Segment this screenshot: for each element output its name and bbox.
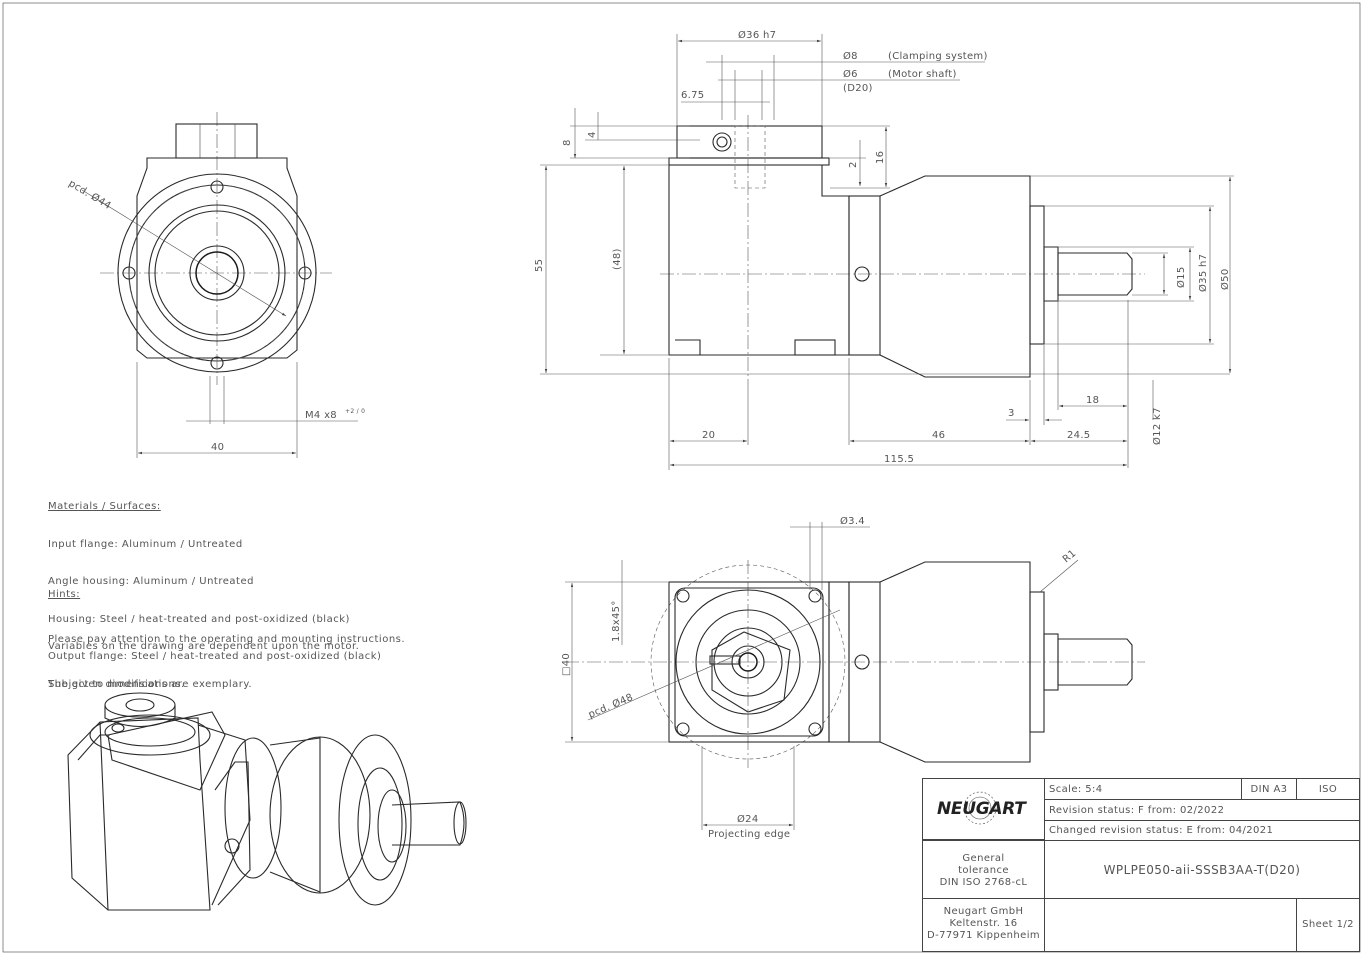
- hint-line: Subject to modifications.: [48, 679, 185, 690]
- variables-line: The given dimensions are exemplary.: [48, 678, 253, 690]
- neugart-logo-gear: [963, 791, 997, 825]
- tolerance-line: tolerance: [958, 865, 1009, 876]
- hints-notes: Hints: Please pay attention to the opera…: [48, 557, 405, 707]
- dim-8: 8: [562, 139, 573, 146]
- standard-cell: ISO: [1296, 778, 1360, 800]
- dim-2: 2: [848, 161, 859, 168]
- dim-sq40: □40: [561, 653, 572, 676]
- pcd48-label: pcd. Ø48: [586, 691, 634, 721]
- title-block: NEUGART Scale: 5:4 DIN A3 ISO Revision s…: [922, 778, 1360, 952]
- pcd44-label: pcd. Ø44: [66, 177, 113, 212]
- company-line: D-77971 Kippenheim: [926, 930, 1041, 941]
- d20-label: (D20): [843, 83, 873, 94]
- material-line: Input flange: Aluminum / Untreated: [48, 538, 243, 550]
- revision-text: Revision status: F from: 02/2022: [1049, 805, 1225, 816]
- dim-4: 4: [587, 131, 598, 138]
- changed-revision-text: Changed revision status: E from: 04/2021: [1049, 825, 1274, 836]
- part-number: WPLPE050-aii-SSSB3AA-T(D20): [1103, 863, 1301, 877]
- hint-line: Please pay attention to the operating an…: [48, 634, 406, 645]
- projecting-edge-label: Projecting edge: [708, 829, 790, 840]
- isometric-view: [67, 692, 467, 911]
- dim-d12k7: Ø12 k7: [1151, 407, 1163, 445]
- side-view: Ø36 h7 Ø8 (Clamping system) Ø6 (Motor sh…: [534, 29, 1234, 470]
- material-line: Housing: Steel / heat-treated and post-o…: [48, 613, 350, 625]
- dim-d6: Ø6: [843, 68, 858, 80]
- sheet-cell: Sheet 1/2: [1296, 898, 1360, 952]
- dim-675: 6.75: [681, 90, 704, 101]
- logo-cell: NEUGART: [922, 778, 1045, 840]
- scale-cell: Scale: 5:4: [1044, 778, 1242, 800]
- dim-d50: Ø50: [1219, 269, 1231, 291]
- chamfer-label: 1.8x45°: [611, 600, 622, 642]
- dim-55: 55: [534, 259, 545, 272]
- tolerance-line: General: [962, 853, 1005, 864]
- m4-label: M4 x8: [305, 410, 337, 421]
- dim-245: 24.5: [1067, 430, 1090, 441]
- m4-tol: +2 / 0: [345, 408, 365, 415]
- dim-d24: Ø24: [737, 813, 759, 825]
- scale-text: Scale: 5:4: [1049, 784, 1103, 795]
- dim-d8: Ø8: [843, 50, 858, 62]
- dim-1155: 115.5: [884, 454, 914, 465]
- dim-20: 20: [702, 430, 715, 441]
- revision-cell: Revision status: F from: 02/2022: [1044, 799, 1360, 821]
- dim-16: 16: [875, 151, 886, 164]
- dim-d35h7: Ø35 h7: [1197, 254, 1209, 292]
- changed-revision-cell: Changed revision status: E from: 04/2021: [1044, 820, 1360, 841]
- dim-36h7: Ø36 h7: [738, 29, 776, 41]
- tolerance-cell: General tolerance DIN ISO 2768-cL: [922, 840, 1045, 899]
- motor-shaft-label: (Motor shaft): [888, 69, 957, 80]
- tolerance-line: DIN ISO 2768-cL: [939, 877, 1028, 888]
- r1-label: R1: [1061, 548, 1079, 565]
- variables-notes: Variables on the drawing are dependent u…: [48, 616, 359, 704]
- material-line: Angle housing: Aluminum / Untreated: [48, 576, 254, 587]
- company-line: Keltenstr. 16: [949, 918, 1018, 929]
- dim-48: (48): [612, 248, 623, 270]
- dim-d15: Ø15: [1175, 267, 1187, 289]
- part-number-cell: WPLPE050-aii-SSSB3AA-T(D20): [1044, 840, 1360, 899]
- materials-notes: Materials / Surfaces: Input flange: Alum…: [48, 476, 381, 676]
- paper-size-text: DIN A3: [1250, 784, 1288, 795]
- dim-3: 3: [1008, 408, 1015, 419]
- variables-line: Variables on the drawing are dependent u…: [48, 641, 360, 652]
- company-line: Neugart GmbH: [943, 906, 1024, 917]
- clamping-label: (Clamping system): [888, 51, 988, 62]
- bottom-view: Ø3.4 R1 □40 1.8x45° pcd. Ø48 Ø24 Project…: [561, 515, 1145, 840]
- empty-cell: [1044, 898, 1297, 952]
- material-line: Output flange: Steel / heat-treated and …: [48, 651, 382, 662]
- paper-size-cell: DIN A3: [1241, 778, 1297, 800]
- neugart-logo: NEUGART: [937, 799, 1026, 819]
- sheet-number: Sheet 1/2: [1302, 919, 1354, 930]
- dim-d34: Ø3.4: [840, 515, 865, 527]
- dim-46: 46: [932, 430, 945, 441]
- standard-text: ISO: [1318, 784, 1338, 795]
- hints-title: Hints:: [48, 589, 81, 600]
- company-cell: Neugart GmbH Keltenstr. 16 D-77971 Kippe…: [922, 898, 1045, 952]
- dim-40-front: 40: [211, 442, 224, 453]
- front-view: pcd. Ø44 40 M4 x8 +2 / 0: [66, 112, 365, 458]
- materials-title: Materials / Surfaces:: [48, 501, 161, 512]
- dim-18: 18: [1086, 395, 1099, 406]
